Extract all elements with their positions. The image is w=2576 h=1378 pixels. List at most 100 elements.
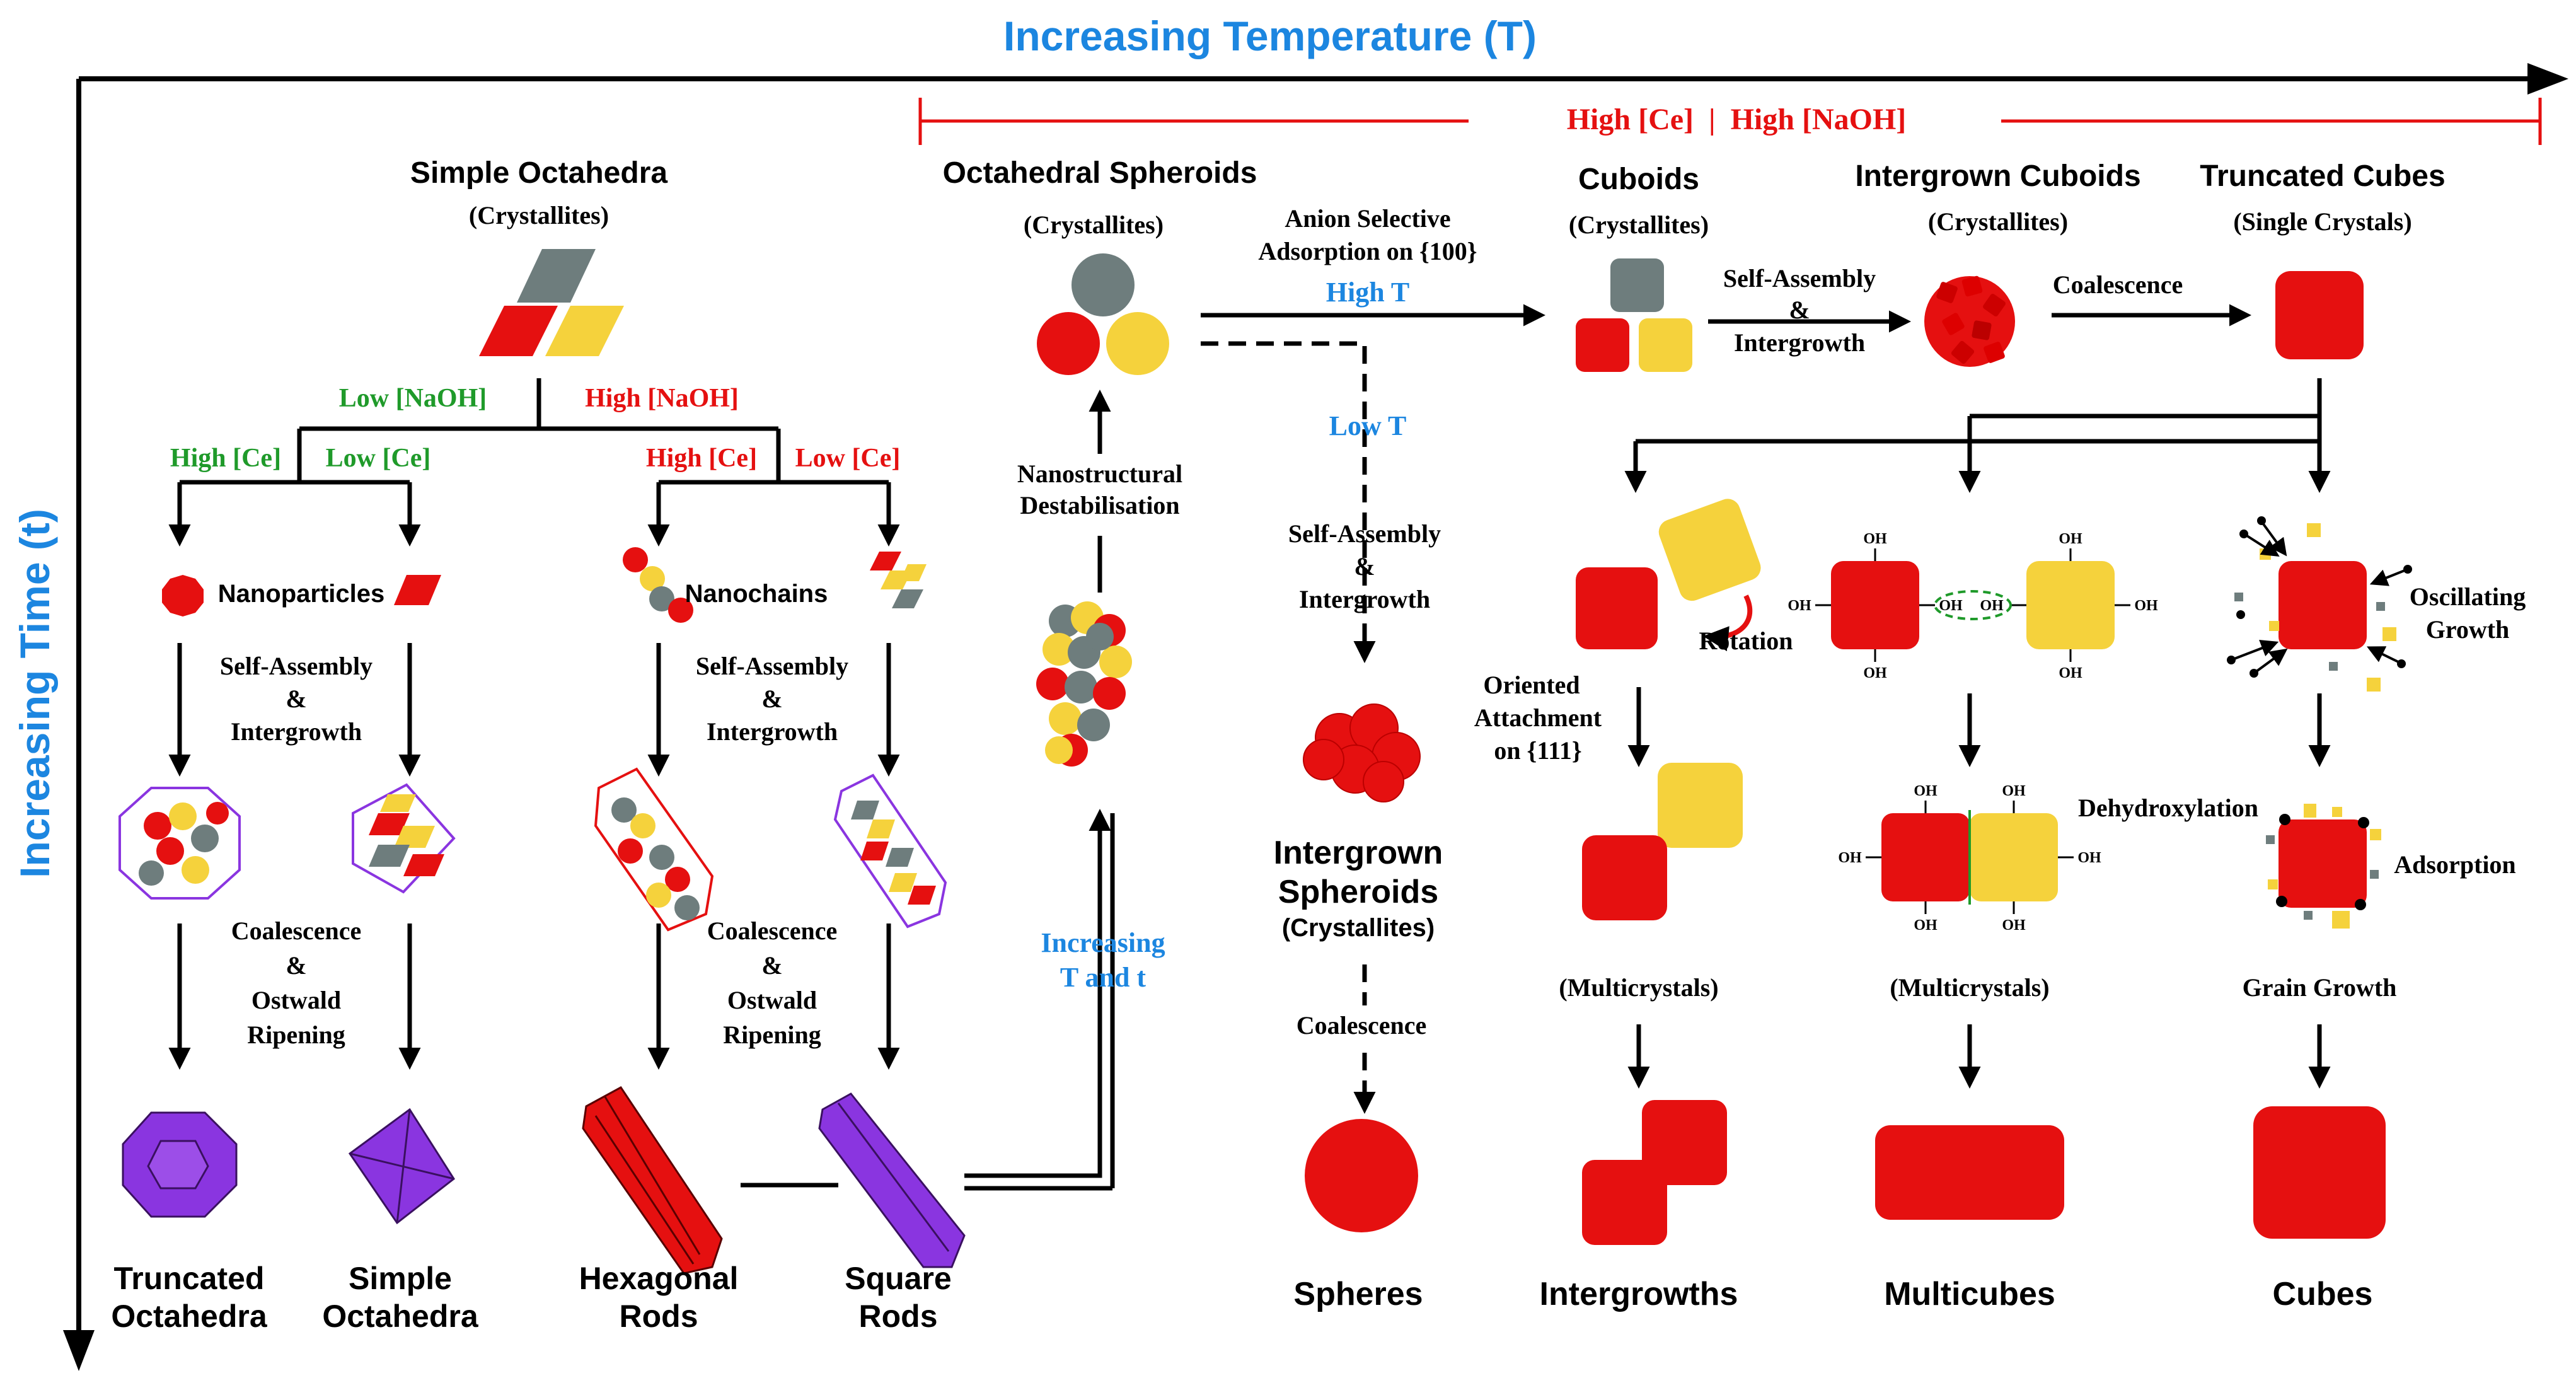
svg-text:Oriented: Oriented xyxy=(1483,671,1580,699)
simple-octahedra-title: Simple Octahedra xyxy=(410,156,667,190)
svg-text:Simple: Simple xyxy=(349,1261,452,1296)
condition-high-ce-naoh: High [Ce] | High [NaOH] xyxy=(1567,103,1907,136)
truncated-octahedron-cage xyxy=(118,787,241,900)
anion-selective-label: Anion Selective Adsorption on {100} xyxy=(1258,204,1477,265)
intergrowth-shape xyxy=(1582,1100,1727,1245)
nanochains-label: Nanochains xyxy=(685,580,828,608)
self-assembly-label-mid: Self-Assembly & Intergrowth xyxy=(696,652,848,746)
svg-text:OH: OH xyxy=(2059,531,2082,547)
sphere-shape xyxy=(1305,1119,1418,1232)
svg-text:Self-Assembly: Self-Assembly xyxy=(1288,519,1441,548)
spheres-label: Spheres xyxy=(1293,1276,1423,1312)
svg-text:OH: OH xyxy=(2059,665,2082,681)
hexagonal-prism-cage xyxy=(594,767,714,932)
svg-text:Octahedra: Octahedra xyxy=(322,1299,479,1334)
oh-labels-bottom: OH OH OH OH OH OH xyxy=(1838,783,2101,934)
intergrowths-label: Intergrowths xyxy=(1540,1276,1738,1312)
intergrown-cuboid-cluster xyxy=(1924,275,2015,367)
svg-text:Intergrowth: Intergrowth xyxy=(1734,328,1865,357)
svg-text:Ripening: Ripening xyxy=(723,1021,821,1049)
svg-text:Ostwald: Ostwald xyxy=(727,986,817,1014)
branch-lines xyxy=(1624,378,2331,493)
svg-text:Anion Selective: Anion Selective xyxy=(1285,204,1450,233)
square-prism-cage xyxy=(833,773,947,929)
oscillating-growth-cube xyxy=(2227,516,2412,692)
cuboid-cluster xyxy=(1576,258,1692,372)
svg-text:OH: OH xyxy=(1939,598,1963,614)
low-ce-left-label: Low [Ce] xyxy=(326,444,431,473)
truncated-cubes-title: Truncated Cubes xyxy=(2200,159,2445,193)
svg-text:Coalescence: Coalescence xyxy=(707,917,838,945)
oscillating-growth-label: Oscillating Growth xyxy=(2410,582,2526,644)
octahedron-cage xyxy=(352,783,456,894)
svg-text:&: & xyxy=(761,685,782,713)
dehydroxylated-cubes xyxy=(1866,801,2074,914)
self-assembly-arrows xyxy=(168,643,900,777)
adsorption-cube xyxy=(2266,804,2381,929)
parallelogram-cluster xyxy=(479,249,624,356)
square-rod-shape xyxy=(818,1092,966,1268)
svg-text:Square: Square xyxy=(845,1261,952,1296)
low-t-connector xyxy=(1201,341,1376,663)
svg-text:Octahedra: Octahedra xyxy=(111,1299,268,1334)
svg-text:&: & xyxy=(1354,552,1375,581)
svg-text:Growth: Growth xyxy=(2426,615,2510,644)
grain-growth-label: Grain Growth xyxy=(2243,973,2397,1002)
self-assembly-label-left: Self-Assembly & Intergrowth xyxy=(220,652,373,746)
high-t-label: High T xyxy=(1326,277,1409,308)
intergrown-spheroid-cluster xyxy=(1303,703,1421,802)
svg-text:&: & xyxy=(286,685,306,713)
high-ce-left-label: High [Ce] xyxy=(170,444,281,473)
truncated-cube-shape xyxy=(2275,271,2364,359)
temperature-axis-title: Increasing Temperature (T) xyxy=(1003,13,1537,59)
high-ce-right-label: High [Ce] xyxy=(646,444,757,473)
svg-text:Intergrowth: Intergrowth xyxy=(231,717,362,746)
simple-octahedra-label: Simple Octahedra xyxy=(322,1261,479,1334)
svg-text:Spheroids: Spheroids xyxy=(1278,874,1438,910)
svg-text:Ostwald: Ostwald xyxy=(251,986,341,1014)
crystallites-label-2: (Crystallites) xyxy=(1024,211,1164,239)
coalescence-ostwald-left: Coalescence & Ostwald Ripening xyxy=(231,917,362,1049)
nanochain-parallelograms xyxy=(870,552,927,608)
condition-bracket xyxy=(918,98,2542,145)
nanoparticles-label: Nanoparticles xyxy=(218,580,385,608)
low-ce-right-label: Low [Ce] xyxy=(795,444,901,473)
increasing-t-and-t-label: Increasing T and t xyxy=(1041,927,1165,993)
simple-octahedra-shape xyxy=(348,1108,455,1225)
svg-text:&: & xyxy=(761,951,782,980)
attached-cubes xyxy=(1582,763,1743,920)
svg-text:OH: OH xyxy=(1863,531,1887,547)
single-crystals-label: (Single Crystals) xyxy=(2233,207,2411,236)
rotation-label: Rotation xyxy=(1699,627,1793,655)
svg-text:OH: OH xyxy=(2134,598,2158,614)
naoh-split-lines xyxy=(168,378,900,547)
crystallites-label-4: (Crystallites) xyxy=(1569,211,1709,239)
high-naoh-label: High [NaOH] xyxy=(585,384,739,413)
cube-shape xyxy=(2253,1106,2386,1239)
svg-text:Increasing: Increasing xyxy=(1041,927,1165,958)
low-naoh-label: Low [NaOH] xyxy=(339,384,487,413)
svg-text:Intergrowth: Intergrowth xyxy=(707,717,838,746)
crystallites-label-3: (Crystallites) xyxy=(1282,914,1435,942)
time-axis-title: Increasing Time (t) xyxy=(11,509,58,878)
svg-text:OH: OH xyxy=(1914,917,1938,934)
intergrown-cuboids-title: Intergrown Cuboids xyxy=(1855,159,2140,193)
rotation-arrow-icon xyxy=(1703,594,1753,652)
crystallites-label-5: (Crystallites) xyxy=(1928,207,2068,236)
dehydroxylation-label: Dehydroxylation xyxy=(2078,794,2258,822)
svg-text:Nanostructural: Nanostructural xyxy=(1017,460,1182,488)
coalescence-label-cubes: Coalescence xyxy=(2053,270,2183,299)
time-axis xyxy=(63,79,95,1371)
svg-text:on {111}: on {111} xyxy=(1494,736,1581,765)
crystallites-label-1: (Crystallites) xyxy=(469,201,609,229)
svg-text:Self-Assembly: Self-Assembly xyxy=(1723,264,1876,292)
hexagonal-rods-label: Hexagonal Rods xyxy=(579,1261,739,1334)
svg-text:Attachment: Attachment xyxy=(1474,703,1602,732)
low-t-label: Low T xyxy=(1329,410,1407,441)
self-assembly-label-low-t: Self-Assembly & Intergrowth xyxy=(1288,519,1441,613)
nanoparticle-shape xyxy=(162,575,204,617)
truncated-octahedra-label: Truncated Octahedra xyxy=(111,1261,268,1334)
self-assembly-label-right: Self-Assembly & Intergrowth xyxy=(1723,264,1876,357)
nanoparticle-parallelogram xyxy=(394,575,441,605)
multicrystals-label-2: (Multicrystals) xyxy=(1890,973,2049,1002)
